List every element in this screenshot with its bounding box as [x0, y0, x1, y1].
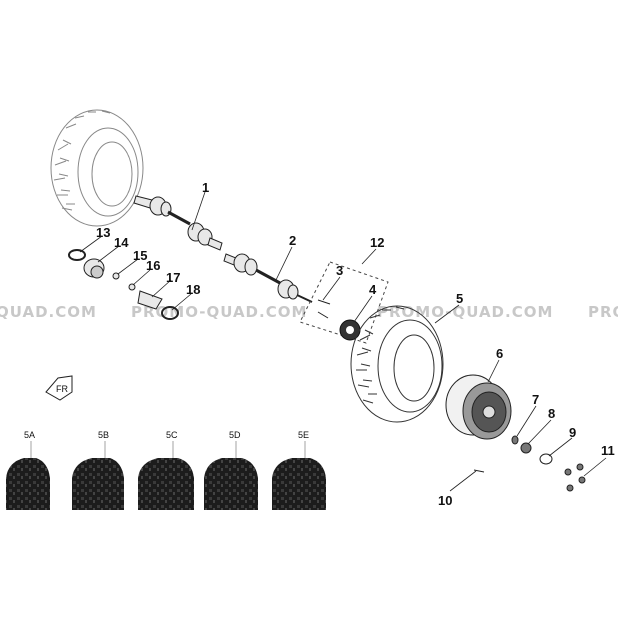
callout-6: 6 — [496, 346, 503, 361]
tire-photo-5B — [72, 458, 124, 510]
callout-18: 18 — [186, 282, 200, 297]
watermark-3: PROMO-QUAD.COM — [377, 303, 554, 321]
callout-2: 2 — [289, 233, 296, 248]
tire-photo-5D — [204, 458, 258, 510]
tire-drawing-upper — [50, 109, 144, 227]
callout-11: 11 — [601, 443, 615, 458]
drive-shaft-1 — [133, 195, 223, 251]
variant-label-5C: 5C — [166, 430, 178, 440]
callout-16: 16 — [146, 258, 160, 273]
front-arrow-icon: FR — [45, 375, 73, 401]
hardware-parts — [473, 435, 586, 492]
callout-15: 15 — [133, 248, 147, 263]
tire-photo-5A — [6, 458, 50, 510]
drive-shaft-2 — [223, 253, 313, 303]
watermark-1: QUAD.COM — [0, 303, 97, 321]
tire-variant-row: 5A 5B 5C 5D 5E — [6, 430, 326, 510]
group-box-12 — [299, 261, 389, 344]
callout-12: 12 — [370, 235, 384, 250]
rim-6 — [445, 374, 512, 440]
callout-9: 9 — [569, 425, 576, 440]
callout-17: 17 — [166, 270, 180, 285]
callout-7: 7 — [532, 392, 539, 407]
callout-1: 1 — [202, 180, 209, 195]
variant-label-5A: 5A — [24, 430, 35, 440]
tire-photo-5E — [272, 458, 326, 510]
tire-photo-5C — [138, 458, 194, 510]
callout-numbers: 1 2 3 4 5 6 7 8 9 10 11 12 13 14 15 16 1… — [96, 180, 615, 508]
callout-10: 10 — [438, 493, 452, 508]
callout-14: 14 — [114, 235, 129, 250]
watermark-4: PRO — [588, 303, 618, 321]
callout-8: 8 — [548, 406, 555, 421]
callout-3: 3 — [336, 263, 343, 278]
variant-label-5B: 5B — [98, 430, 109, 440]
tire-5 — [350, 305, 444, 423]
leader-lines — [79, 191, 607, 492]
boot-kit-parts — [68, 249, 179, 320]
variant-label-5E: 5E — [298, 430, 309, 440]
callout-13: 13 — [96, 225, 110, 240]
front-label: FR — [56, 384, 68, 394]
callout-5: 5 — [456, 291, 463, 306]
callout-4: 4 — [369, 282, 377, 297]
variant-label-5D: 5D — [229, 430, 241, 440]
